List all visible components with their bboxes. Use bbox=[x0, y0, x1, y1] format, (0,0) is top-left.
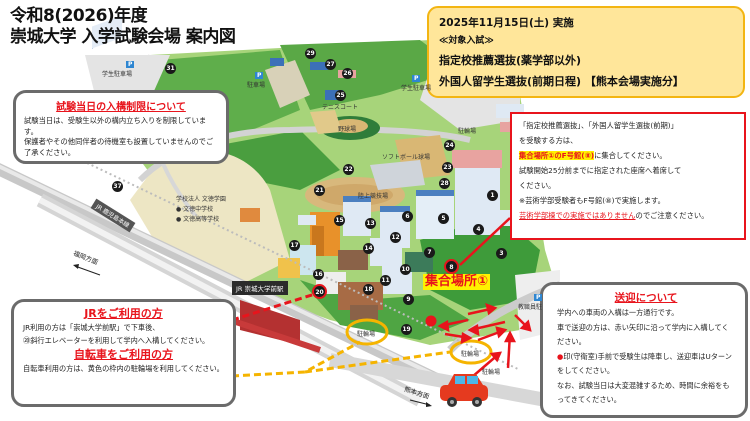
building-marker-14[interactable]: 14 bbox=[363, 243, 374, 254]
building-marker-15[interactable]: 15 bbox=[334, 215, 345, 226]
building-marker-4[interactable]: 4 bbox=[473, 224, 484, 235]
building-marker-7[interactable]: 7 bbox=[424, 247, 435, 258]
assembly-notice-box: 「指定校推薦選抜」、「外国人留学生選抜(前期)」 を受験する方は、 集合場所①の… bbox=[510, 112, 746, 240]
building-marker-6[interactable]: 6 bbox=[402, 211, 413, 222]
baseball-label: 野球場 bbox=[338, 126, 357, 133]
page-title: 令和8(2026)年度 崇城大学 入学試験会場 案内図 bbox=[10, 6, 240, 48]
exam-info-box: 2025年11月15日(土) 実施 ≪対象入試≫ 指定校推薦選抜(薬学部以外) … bbox=[427, 6, 745, 98]
parking-icon: P bbox=[534, 294, 543, 301]
building-marker-9[interactable]: 9 bbox=[403, 294, 414, 305]
staff-parking-label: 教職員駐 bbox=[518, 304, 543, 311]
bike-parking-1-label: 駐輪場 bbox=[357, 331, 376, 338]
building-marker-3[interactable]: 3 bbox=[496, 248, 507, 259]
assembly-warning-underlined: 芸術学部棟での実施ではありません bbox=[519, 211, 636, 220]
pickup-line1: 学内への車両の入構は一方通行です。 bbox=[557, 308, 679, 317]
jr-line2: ⑳斜行エレベーターを利用して学内へ入構してください。 bbox=[23, 336, 210, 345]
assembly-line4: 試験開始25分前までに指定された座席へ着席して bbox=[519, 166, 682, 175]
building-marker-29[interactable]: 29 bbox=[305, 48, 316, 59]
building-marker-25[interactable]: 25 bbox=[335, 90, 346, 101]
bike-line1: 自転車利用の方は、黄色の枠内の駐輪場を利用してください。 bbox=[23, 364, 224, 373]
parking-lot bbox=[265, 60, 310, 108]
car-icon bbox=[440, 374, 488, 407]
entry-restriction-box: 試験当日の入構制限について 試験当日は、受験生以外の構内立ち入りを制限しています… bbox=[13, 90, 229, 164]
building-marker-28[interactable]: 28 bbox=[439, 178, 450, 189]
pickup-line4: なお、試験当日は大変混雑するため、時間に余裕をもってきてください。 bbox=[557, 380, 730, 405]
building-marker-10[interactable]: 10 bbox=[400, 264, 411, 275]
tennis-court-label: テニスコート bbox=[322, 104, 359, 111]
building-marker-19[interactable]: 19 bbox=[401, 324, 412, 335]
assembly-line5: ください。 bbox=[519, 181, 556, 190]
entry-restriction-line1: 試験当日は、受験生以外の構内立ち入りを制限しています。 bbox=[24, 116, 207, 136]
student-parking-west bbox=[85, 55, 170, 100]
bike-route-1 bbox=[231, 340, 361, 378]
building-marker-27[interactable]: 27 bbox=[325, 59, 336, 70]
bike-parking-ring-2 bbox=[449, 339, 493, 365]
track-label: 陸上競技場 bbox=[358, 193, 389, 200]
assembly-line2: を受験する方は、 bbox=[519, 136, 578, 145]
building-marker-22[interactable]: 22 bbox=[343, 164, 354, 175]
building-marker-31[interactable]: 31 bbox=[165, 63, 176, 74]
title-main: 崇城大学 入学試験会場 案内図 bbox=[10, 27, 236, 47]
title-year: 令和8(2026)年度 bbox=[10, 6, 148, 26]
building-marker-1[interactable]: 1 bbox=[487, 190, 498, 201]
building-marker-20-elevator[interactable]: 20 bbox=[312, 284, 327, 299]
red-dot-icon: ● bbox=[557, 351, 564, 361]
pickup-line3: ●印(守衛室)手前で受験生は降車し、送迎車はUターンをしてください。 bbox=[557, 351, 732, 376]
building-marker-12[interactable]: 12 bbox=[390, 232, 401, 243]
bike-parking-north-label: 駐輪場 bbox=[458, 128, 477, 135]
pickup-line2: 車で送迎の方は、赤い矢印に沿って学内に入構してください。 bbox=[557, 322, 729, 347]
tennis-court bbox=[310, 110, 342, 134]
building-marker-23[interactable]: 23 bbox=[442, 162, 453, 173]
target-exam-label: ≪対象入試≫ bbox=[439, 36, 494, 46]
one-way-arrows bbox=[437, 302, 532, 384]
assembly-warning: 芸術学部棟での実施ではありませんのでご注意ください。 bbox=[519, 211, 709, 220]
assembly-point-label: 集合場所① bbox=[423, 274, 491, 290]
parking-icon: P bbox=[412, 75, 421, 82]
building-marker-21[interactable]: 21 bbox=[314, 185, 325, 196]
building-marker-8-assembly[interactable]: 8 bbox=[444, 259, 459, 274]
parking-label: 駐車場 bbox=[247, 82, 266, 89]
building-marker-37[interactable]: 37 bbox=[112, 181, 123, 192]
pickup-heading: 送迎について bbox=[614, 292, 678, 304]
assembly-line6: ※芸術学部受験者もF号館(⑧)で実施します。 bbox=[519, 196, 665, 205]
student-parking-west-label: 学生駐車場 bbox=[102, 71, 133, 78]
building-marker-16[interactable]: 16 bbox=[313, 269, 324, 280]
assembly-pointer-line bbox=[459, 217, 511, 266]
building-marker-13[interactable]: 13 bbox=[365, 218, 376, 229]
transport-box: JRをご利用の方 JR利用の方は「崇城大学前駅」で下車後、 ⑳斜行エレベーターを… bbox=[11, 299, 236, 407]
assembly-highlight: 集合場所①のF号館(⑧) bbox=[519, 151, 595, 160]
pickup-box: 送迎について 学内への車両の入構は一方通行です。 車で送迎の方は、赤い矢印に沿っ… bbox=[540, 282, 748, 418]
parking-icon: P bbox=[126, 61, 135, 68]
building-marker-11[interactable]: 11 bbox=[380, 275, 391, 286]
jr-line1: JR利用の方は「崇城大学前駅」で下車後、 bbox=[23, 323, 160, 332]
bike-route-2 bbox=[304, 350, 451, 374]
exam-name-2: 外国人留学生選抜(前期日程) 【熊本会場実施分】 bbox=[439, 75, 684, 88]
school-label: 学校法人 文徳学園 ● 文徳中学校 ● 文徳高等学校 bbox=[176, 196, 226, 223]
jr-walking-route bbox=[231, 292, 316, 322]
bike-heading: 自転車をご利用の方 bbox=[74, 348, 173, 361]
bike-parking-ring-1 bbox=[345, 318, 389, 346]
building-marker-26[interactable]: 26 bbox=[342, 68, 353, 79]
bike-parking-2-label: 駐輪場 bbox=[461, 351, 480, 358]
building-marker-24[interactable]: 24 bbox=[444, 140, 455, 151]
exam-name-1: 指定校推薦選抜(薬学部以外) bbox=[439, 54, 582, 67]
assembly-line1: 「指定校推薦選抜」、「外国人留学生選抜(前期)」 bbox=[519, 121, 678, 130]
building-marker-17[interactable]: 17 bbox=[289, 240, 300, 251]
exam-date: 2025年11月15日(土) 実施 bbox=[439, 17, 574, 29]
entry-restriction-heading: 試験当日の入構制限について bbox=[56, 102, 186, 113]
bike-parking-3-label: 駐輪場 bbox=[482, 369, 501, 376]
guard-station-dot bbox=[425, 315, 437, 327]
building-marker-5[interactable]: 5 bbox=[438, 213, 449, 224]
jr-heading: JRをご利用の方 bbox=[84, 307, 163, 320]
student-parking-east-label: 学生駐車場 bbox=[401, 85, 432, 92]
building-marker-18[interactable]: 18 bbox=[363, 284, 374, 295]
jr-station-sign: JR 崇城大学前駅 bbox=[232, 281, 288, 295]
assembly-line3: 集合場所①のF号館(⑧)に集合してください。 bbox=[519, 151, 667, 160]
entry-restriction-line2: 保護者やその他同伴者の待機室も設置していませんのでご了承ください。 bbox=[24, 137, 214, 157]
softball-label: ソフトボール球場 bbox=[382, 154, 431, 161]
parking-icon: P bbox=[255, 72, 264, 79]
